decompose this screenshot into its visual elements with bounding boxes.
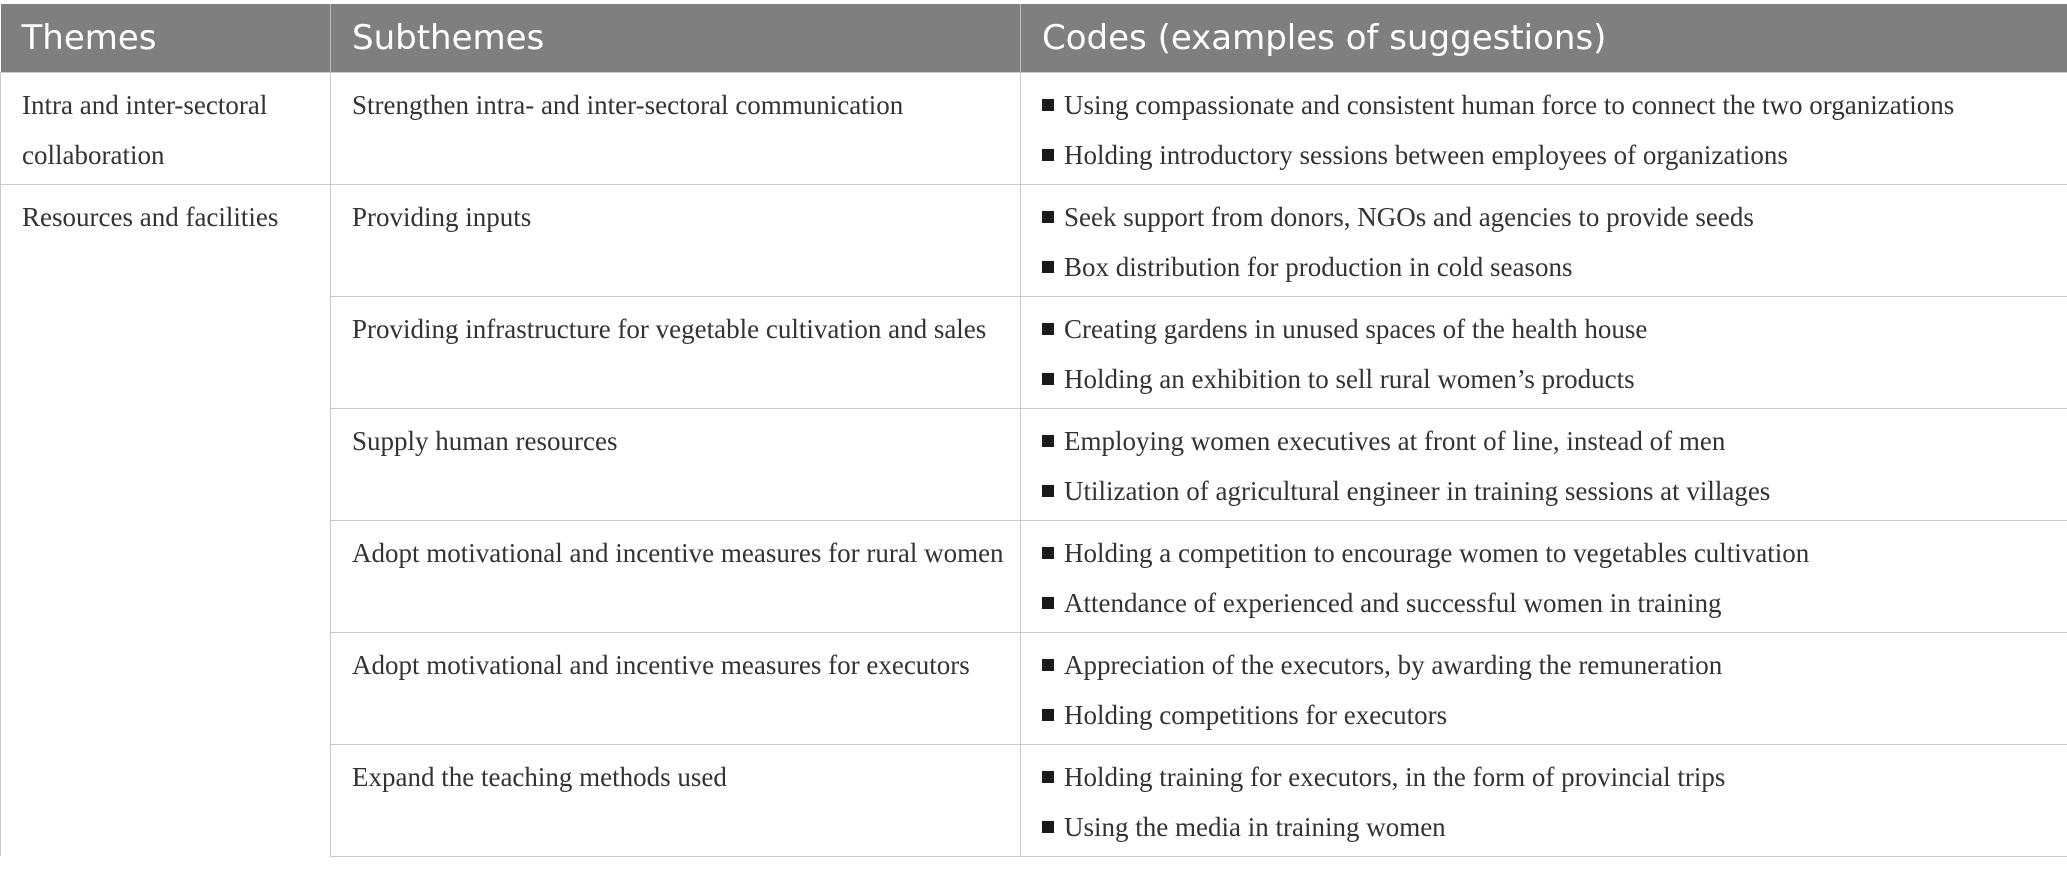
header-row: Themes Subthemes Codes (examples of sugg… [0,4,2067,72]
square-bullet-icon [1042,708,1054,721]
header-codes: Codes (examples of suggestions) [1020,4,2067,72]
code-text: Utilization of agricultural engineer in … [1064,475,1771,506]
subtheme-cell: Strengthen intra- and inter-sectoral com… [330,71,1021,184]
code-item: Seek support from donors, NGOs and agenc… [1042,192,2057,242]
code-list: Using compassionate and consistent human… [1042,80,2057,180]
square-bullet-icon [1042,260,1054,273]
code-list: Seek support from donors, NGOs and agenc… [1042,192,2057,292]
code-item: Holding training for executors, in the f… [1042,752,2057,802]
code-list: Creating gardens in unused spaces of the… [1042,304,2057,404]
code-list: Appreciation of the executors, by awardi… [1042,640,2057,740]
code-list: Employing women executives at front of l… [1042,416,2057,516]
themes-table: Themes Subthemes Codes (examples of sugg… [0,4,2067,857]
header-themes: Themes [0,4,331,72]
subtheme-cell: Providing inputs [330,183,1021,296]
table-row: Adopt motivational and incentive measure… [1,631,2067,744]
square-bullet-icon [1042,770,1054,783]
code-item: Box distribution for production in cold … [1042,242,2057,292]
code-text: Attendance of experienced and successful… [1064,587,1722,618]
code-item: Appreciation of the executors, by awardi… [1042,640,2057,690]
code-text: Holding introductory sessions between em… [1064,139,1788,170]
square-bullet-icon [1042,484,1054,497]
square-bullet-icon [1042,596,1054,609]
theme-cell: Intra and inter-sectoral collaboration [0,71,331,184]
code-text: Box distribution for production in cold … [1064,251,1573,282]
code-text: Appreciation of the executors, by awardi… [1064,649,1723,680]
table-row: Resources and facilities Providing input… [0,183,2067,856]
subtheme-cell: Supply human resources [330,407,1021,520]
codes-cell: Holding training for executors, in the f… [1020,743,2067,857]
codes-cell: Appreciation of the executors, by awardi… [1020,631,2067,744]
square-bullet-icon [1042,210,1054,223]
square-bullet-icon [1042,98,1054,111]
square-bullet-icon [1042,546,1054,559]
code-text: Holding competitions for executors [1064,699,1448,730]
code-item: Attendance of experienced and successful… [1042,578,2057,628]
code-item: Creating gardens in unused spaces of the… [1042,304,2057,354]
code-list: Holding training for executors, in the f… [1042,752,2057,852]
codes-cell: Holding a competition to encourage women… [1020,519,2067,632]
code-item: Using the media in training women [1042,802,2057,852]
code-text: Employing women executives at front of l… [1064,425,1726,456]
codes-cell: Using compassionate and consistent human… [1020,71,2067,184]
codes-cell: Employing women executives at front of l… [1020,407,2067,520]
subtheme-cell: Expand the teaching methods used [330,743,1021,857]
code-item: Holding an exhibition to sell rural wome… [1042,354,2057,404]
code-item: Employing women executives at front of l… [1042,416,2057,466]
code-text: Seek support from donors, NGOs and agenc… [1064,201,1754,232]
code-text: Holding a competition to encourage women… [1064,537,1810,568]
code-text: Using compassionate and consistent human… [1064,89,1955,120]
codes-cell: Seek support from donors, NGOs and agenc… [1020,183,2067,296]
theme-cell: Resources and facilities [0,183,331,856]
subtheme-cell: Providing infrastructure for vegetable c… [330,295,1021,408]
code-list: Holding a competition to encourage women… [1042,528,2057,628]
square-bullet-icon [1042,434,1054,447]
code-item: Holding introductory sessions between em… [1042,130,2057,180]
table-row: Intra and inter-sectoral collaboration S… [0,71,2067,184]
code-text: Holding training for executors, in the f… [1064,761,1726,792]
code-item: Holding a competition to encourage women… [1042,528,2057,578]
code-item: Utilization of agricultural engineer in … [1042,466,2057,516]
code-item: Holding competitions for executors [1042,690,2057,740]
square-bullet-icon [1042,658,1054,671]
table-row: Adopt motivational and incentive measure… [1,519,2067,632]
table-row: Providing infrastructure for vegetable c… [1,295,2067,408]
square-bullet-icon [1042,820,1054,833]
subtheme-cell: Adopt motivational and incentive measure… [330,519,1021,632]
codes-cell: Creating gardens in unused spaces of the… [1020,295,2067,408]
table-row: Supply human resources Employing women e… [1,407,2067,520]
code-item: Using compassionate and consistent human… [1042,80,2057,130]
header-subthemes: Subthemes [330,4,1021,72]
code-text: Holding an exhibition to sell rural wome… [1064,363,1635,394]
square-bullet-icon [1042,148,1054,161]
code-text: Creating gardens in unused spaces of the… [1064,313,1648,344]
table-row: Expand the teaching methods used Holding… [1,743,2067,857]
square-bullet-icon [1042,322,1054,335]
square-bullet-icon [1042,372,1054,385]
subtheme-cell: Adopt motivational and incentive measure… [330,631,1021,744]
code-text: Using the media in training women [1064,811,1446,842]
